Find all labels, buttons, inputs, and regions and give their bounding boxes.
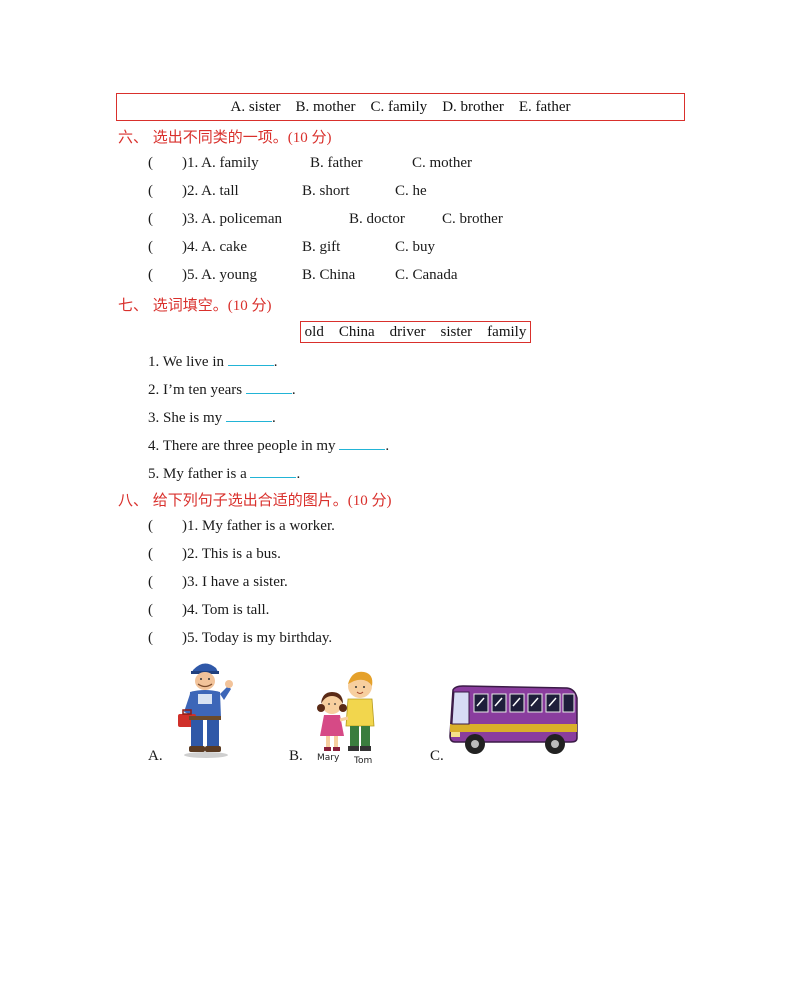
- word-bank-item: family: [487, 323, 527, 340]
- fill-blank-row: 5. My father is a .: [148, 462, 300, 482]
- answer-blank[interactable]: [225, 406, 272, 422]
- fill-blank-row: 1. We live in .: [148, 350, 278, 370]
- word-bank-item: D. brother: [442, 98, 504, 115]
- kids-icon: Mary Tom: [317, 671, 375, 766]
- word-bank-item: driver: [389, 323, 426, 340]
- word-bank-item: C. family: [370, 98, 428, 115]
- fill-blank-row: 4. There are three people in my .: [148, 434, 389, 454]
- picture-label-b: B.: [289, 748, 303, 764]
- fill-blank-row: 2. I’m ten years .: [148, 378, 296, 398]
- answer-blank[interactable]: [227, 350, 274, 366]
- answer-blank[interactable]: [250, 462, 297, 478]
- picture-label-c: C.: [430, 748, 444, 764]
- answer-blank[interactable]: [245, 378, 292, 394]
- word-bank-item: E. father: [518, 98, 571, 115]
- bus-icon: [449, 685, 578, 754]
- word-bank-top: A. sister B. mother C. family D. brother…: [116, 93, 685, 121]
- name-tom: Tom: [353, 756, 372, 766]
- picture-label-a: A.: [148, 748, 163, 764]
- word-bank-section-7: old China driver sister family: [300, 321, 531, 343]
- section-8-title: 八、 给下列句子选出合适的图片。(10 分): [118, 491, 392, 509]
- name-mary: Mary: [317, 753, 340, 763]
- section-7-title: 七、 选词填空。(10 分): [118, 296, 272, 314]
- fill-blank-row: 3. She is my .: [148, 406, 276, 426]
- answer-blank[interactable]: [339, 434, 386, 450]
- word-bank-item: sister: [440, 323, 473, 340]
- word-bank-item: old: [304, 323, 324, 340]
- word-bank-item: A. sister: [230, 98, 281, 115]
- word-bank-item: China: [338, 323, 375, 340]
- worker-icon: [178, 663, 233, 758]
- section-6-title: 六、 选出不同类的一项。(10 分): [118, 128, 332, 146]
- word-bank-item: B. mother: [295, 98, 356, 115]
